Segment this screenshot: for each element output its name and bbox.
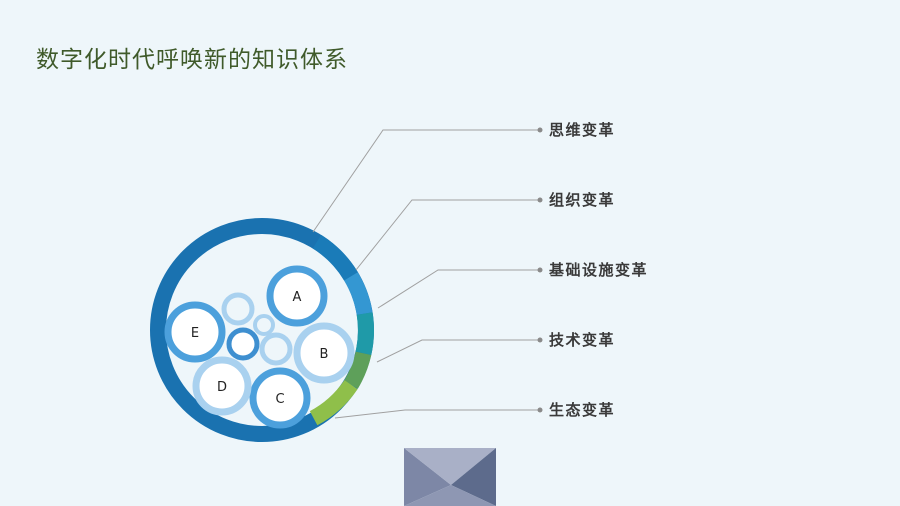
- label-thinking: 思维变革: [549, 121, 615, 139]
- leader-lines: [312, 129, 540, 419]
- bubble-c-circle: [249, 367, 311, 429]
- label-ecosystem: 生态变革: [549, 401, 615, 419]
- bubble-b-circle: [293, 322, 355, 384]
- bubble-c-label: C: [275, 392, 284, 407]
- leader-dot: [537, 337, 543, 343]
- leader-dot: [537, 267, 543, 273]
- bubble-e-label: E: [191, 326, 199, 341]
- ring-segment-ecosystem: [309, 379, 358, 426]
- leader-line-infrastructure: [377, 269, 540, 309]
- bubble-c: C: [249, 367, 311, 429]
- ring-segment-infrastructure: [355, 312, 374, 356]
- leader-line-technology: [376, 339, 540, 363]
- ring-segment-organization: [343, 272, 373, 316]
- deco-logo-shape: [404, 448, 451, 506]
- label-technology: 技术变革: [549, 331, 615, 349]
- bubble-b-label: B: [320, 347, 329, 362]
- bubble-b: B: [293, 322, 355, 384]
- ring-segment-thinking: [312, 234, 358, 281]
- bubble-d: D: [192, 356, 252, 416]
- deco-logo-shape: [404, 485, 496, 506]
- leader-dots: [537, 127, 543, 413]
- leader-dot: [537, 127, 543, 133]
- bubble-e-circle: [164, 301, 226, 363]
- deco-bubble: [259, 332, 293, 366]
- deco-logo-shape: [404, 448, 496, 485]
- decorative-bubbles: [221, 292, 293, 366]
- leader-line-organization: [355, 199, 540, 271]
- deco-bubble: [253, 314, 275, 336]
- bubble-d-label: D: [217, 380, 227, 395]
- bubble-a-circle: [266, 265, 328, 327]
- leader-line-thinking: [312, 129, 540, 233]
- bubble-d-circle: [192, 356, 252, 416]
- page-title: 数字化时代呼唤新的知识体系: [36, 47, 348, 73]
- label-organization: 组织变革: [549, 191, 615, 209]
- deco-logo: [404, 448, 496, 506]
- deco-logo-shape: [451, 448, 496, 506]
- bubble-a: A: [266, 265, 328, 327]
- small-bubble: [226, 327, 260, 361]
- label-infrastructure: 基础设施变革: [548, 261, 648, 279]
- leader-dot: [537, 407, 543, 413]
- ring-segment-technology: [344, 351, 372, 389]
- leader-line-ecosystem: [334, 409, 540, 419]
- bubble-a-label: A: [293, 290, 302, 305]
- deco-bubble: [221, 292, 255, 326]
- leader-dot: [537, 197, 543, 203]
- bubble-e: E: [164, 301, 226, 363]
